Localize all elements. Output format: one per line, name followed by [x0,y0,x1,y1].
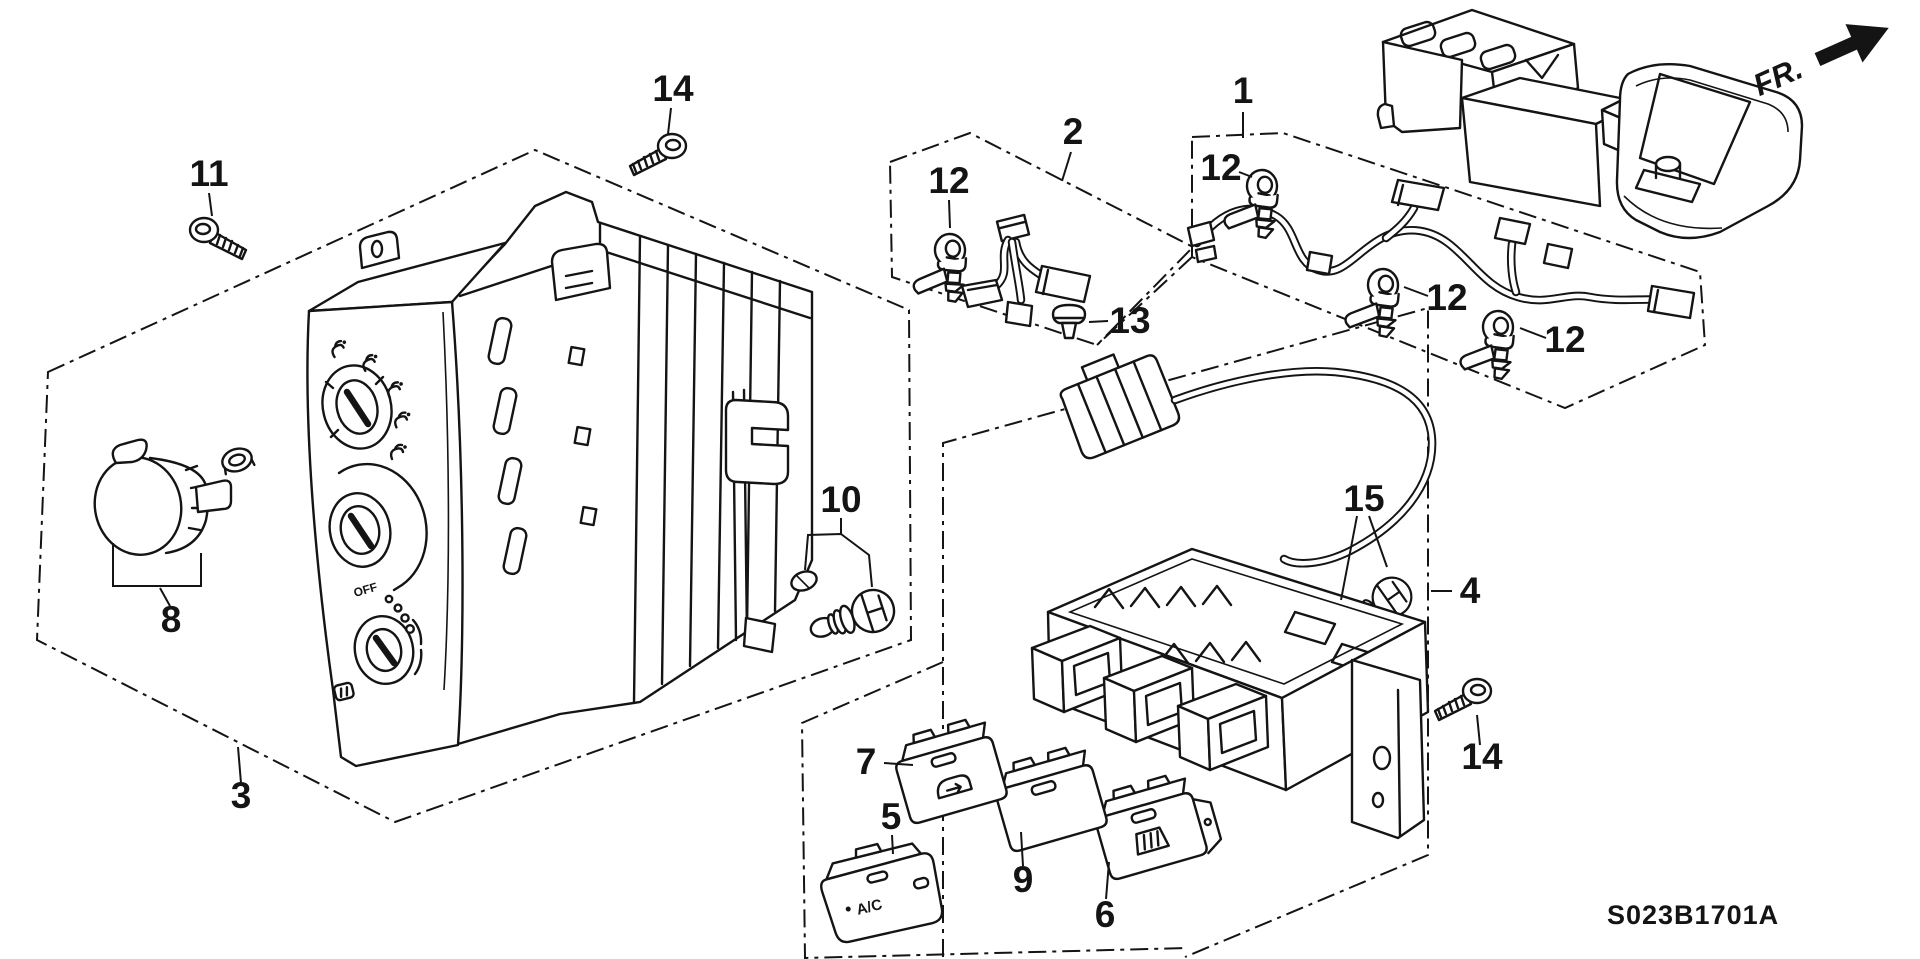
switch-bank [887,713,1223,882]
unit-connector [1059,353,1181,460]
callout-leader-2 [1061,151,1072,182]
part-callout-7: 7 [856,741,877,782]
part-callout-1: 1 [1233,70,1254,111]
callout-leader-7 [883,762,914,766]
part-7-recirculation-switch [887,713,1010,826]
part-3-rear-unit [450,190,814,746]
diagram-code: S023B1701A [1607,900,1779,930]
part-callout-8: 8 [161,599,182,640]
part-callout-14: 14 [652,68,694,109]
group-boundary-switches [800,661,1189,959]
part-5-ac-switch: A/C [820,842,944,944]
part-callout-14: 14 [1461,736,1503,777]
callout-leader-11 [208,192,213,217]
callout-leader-3 [237,746,242,784]
ac-switch-label: A/C [855,896,884,919]
screw-14-top [628,132,688,177]
part-callout-2: 2 [1063,111,1084,152]
part-callout-9: 9 [1013,859,1034,900]
callout-leader-15 [1340,515,1358,601]
part-callout-12: 12 [1544,319,1585,360]
part-13-clip [1051,303,1087,340]
callout-leader-14 [1476,714,1481,746]
part-1-main-harness [1186,167,1696,383]
harness-clip-12a [907,231,972,308]
part-callout-12: 12 [928,160,969,201]
callout-leader-12 [1403,286,1429,297]
part-callout-12: 12 [1426,277,1467,318]
part-callout-6: 6 [1095,894,1116,935]
callout-leader-14 [667,107,672,135]
knob-clip [221,447,256,476]
callout-leader-12 [1519,327,1547,339]
part-9-blank-switch [987,741,1110,854]
panel-off-label: OFF [352,580,379,600]
callout-leader-6 [1105,861,1110,900]
part-callout-10: 10 [820,479,861,520]
part-10-bulb-socket [790,533,901,653]
part-2-sub-harness [907,213,1092,328]
callout-leader-13 [1088,320,1109,323]
part-callout-12: 12 [1200,147,1241,188]
part-callout-3: 3 [231,775,252,816]
group-boundary-link-1-2 [1096,256,1193,346]
callout-leader-15 [1368,515,1388,568]
part-callout-13: 13 [1109,300,1150,341]
part-callout-15: 15 [1343,478,1384,519]
screw-11 [188,216,248,261]
part-callout-4: 4 [1460,570,1481,611]
rear-defrost-panel-icon [332,681,355,702]
group-boundary-part-3 [35,148,913,824]
recirculation-icon [936,774,973,800]
screw-14-right [1433,677,1493,722]
harness-clip-12d [1455,308,1518,383]
callout-leader-12 [1238,171,1253,178]
part-callout-5: 5 [881,796,902,837]
group-boundary-part-2 [888,131,1195,347]
part-4-auto-control-unit [1030,353,1437,840]
callout-leader-8 [159,587,171,607]
fr-arrow-icon [1814,24,1889,66]
callout-leader-5 [891,834,894,855]
front-direction-indicator: FR. [1748,24,1889,103]
part-3-heater-control-panel: OFF [306,230,507,768]
group-boundary-part-4 [942,306,1429,958]
part-8-control-knob [93,438,256,587]
part-callout-11: 11 [189,153,228,194]
callout-leader-12 [948,199,951,229]
rear-defrost-icon [1135,826,1170,856]
callout-leader-9 [1020,831,1024,867]
part-6-rear-defrost-switch [1087,769,1223,882]
vent-duct-assembly [1376,8,1804,240]
